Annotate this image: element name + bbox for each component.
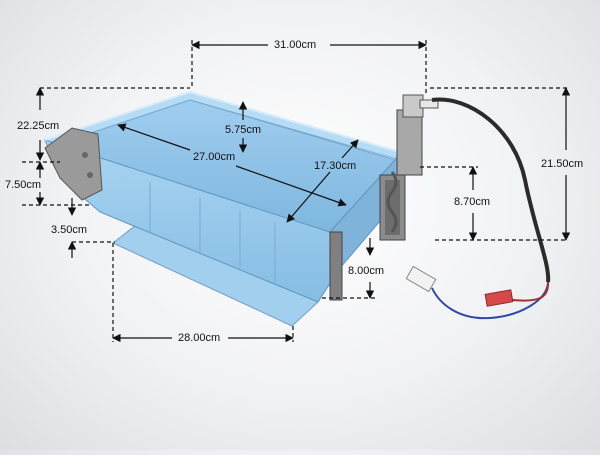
dim-lip-depth: 3.50cm bbox=[51, 224, 88, 236]
dim-bottom-offset: 8.00cm bbox=[348, 265, 385, 277]
dim-inner-depth: 5.75cm bbox=[225, 124, 262, 136]
wire-harness bbox=[431, 97, 551, 283]
metal-handle bbox=[44, 127, 103, 201]
white-connector bbox=[405, 265, 437, 293]
dim-base-length: 28.00cm bbox=[178, 332, 221, 344]
dim-handle-height: 7.50cm bbox=[5, 179, 42, 191]
motor-assembly bbox=[329, 94, 439, 301]
dim-left-height: 22.25cm bbox=[17, 120, 60, 132]
tray-ribs bbox=[149, 182, 276, 283]
dim-inner-width: 17.30cm bbox=[314, 160, 357, 172]
dim-top-width: 31.00cm bbox=[274, 39, 317, 51]
dim-inner-length: 27.00cm bbox=[193, 151, 236, 163]
dim-overall-height: 21.50cm bbox=[541, 158, 584, 170]
tray-rim bbox=[44, 90, 401, 153]
dim-side-height: 8.70cm bbox=[454, 196, 491, 208]
red-connector bbox=[484, 289, 514, 307]
